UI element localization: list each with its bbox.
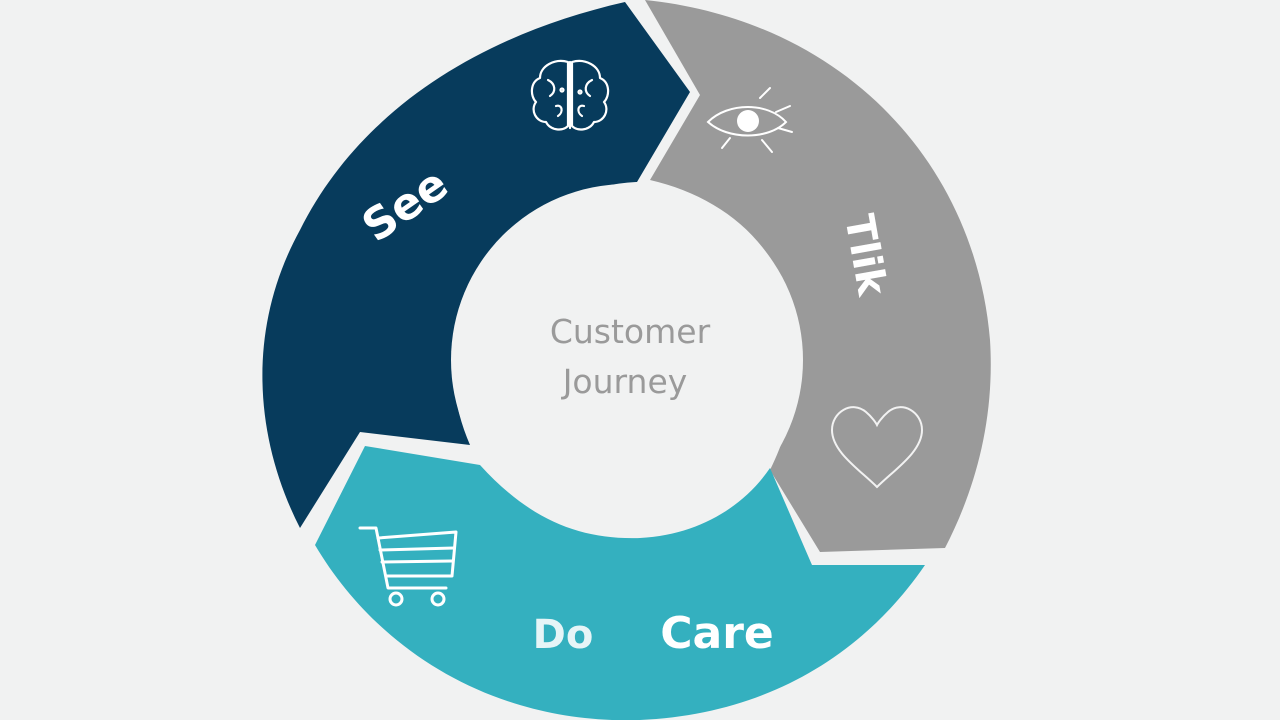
see-segment	[262, 2, 690, 528]
shopping-cart-icon	[358, 526, 458, 607]
heart-icon	[830, 406, 924, 489]
eye-icon	[706, 87, 793, 153]
think-segment	[645, 0, 991, 552]
center-title-line2: Journey	[561, 362, 688, 401]
do-label: Do	[533, 612, 594, 658]
brain-icon	[530, 59, 610, 131]
center-title-line1: Customer	[550, 312, 711, 351]
do-care-segment	[315, 446, 925, 720]
care-label: Care	[660, 608, 774, 659]
center-circle	[451, 184, 803, 536]
